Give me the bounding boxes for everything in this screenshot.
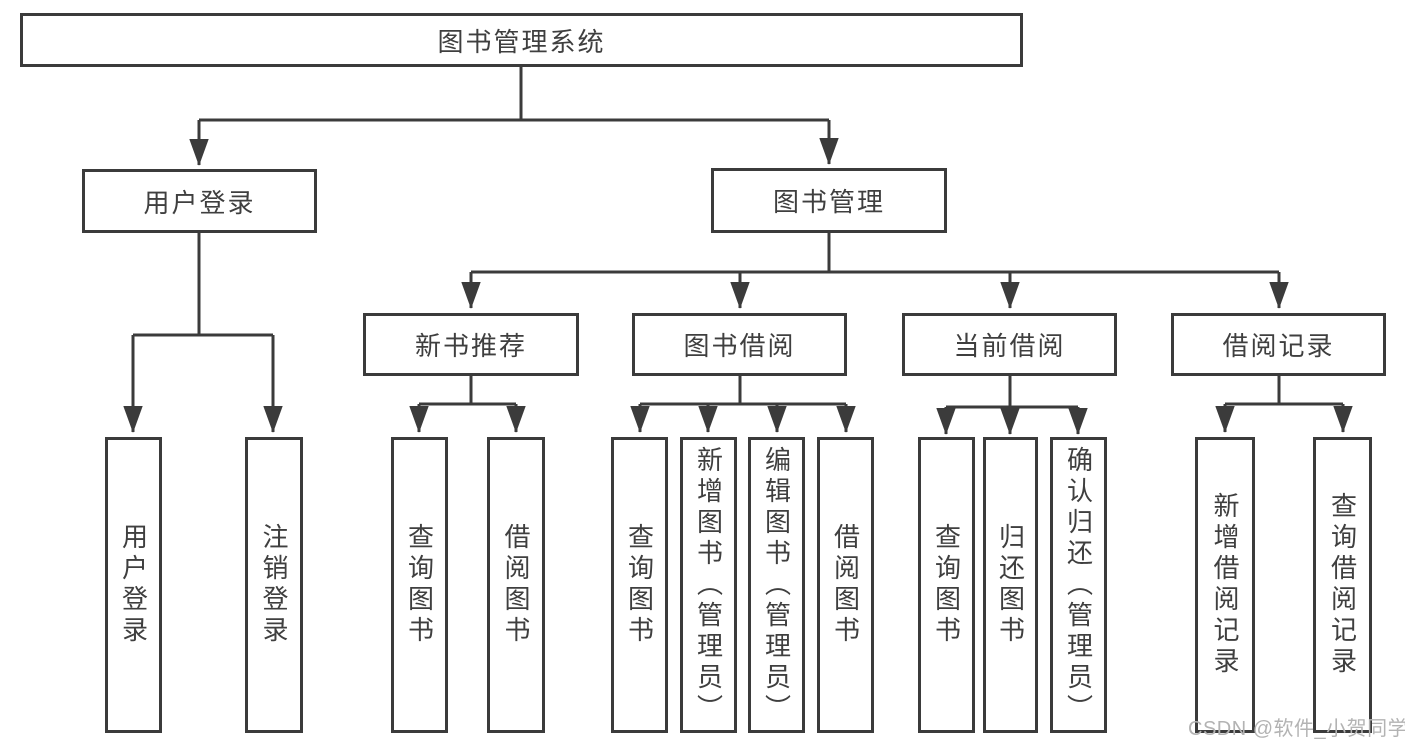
node-user-login-label: 用户登录 xyxy=(143,187,256,218)
leaf-add-borrow-record-label: 新增借阅记录 xyxy=(1210,492,1240,678)
leaf-logout-label: 注销登录 xyxy=(259,523,289,647)
leaf-return-books-label: 归还图书 xyxy=(995,523,1026,647)
leaf-return-books: 归还图书 xyxy=(983,437,1038,733)
leaf-add-books-admin: 新增图书（管理员） xyxy=(680,437,737,733)
leaf-edit-books-admin: 编辑图书（管理员） xyxy=(748,437,805,733)
leaf-user-login-label: 用户登录 xyxy=(118,523,149,647)
leaf-confirm-return-admin-label: 确认归还（管理员） xyxy=(1063,445,1094,725)
node-user-login: 用户登录 xyxy=(82,169,317,233)
node-current-borrowing-label: 当前借阅 xyxy=(953,331,1066,361)
leaf-add-books-admin-label: 新增图书（管理员） xyxy=(693,445,724,725)
leaf-logout: 注销登录 xyxy=(245,437,303,733)
leaf-search-books-3-label: 查询图书 xyxy=(931,523,962,647)
leaf-search-books-label: 查询图书 xyxy=(404,523,435,647)
node-borrowing-records: 借阅记录 xyxy=(1171,313,1386,376)
leaf-borrow-books-2-label: 借阅图书 xyxy=(830,523,861,647)
node-root: 图书管理系统 xyxy=(20,13,1023,67)
node-root-label: 图书管理系统 xyxy=(437,26,606,57)
leaf-search-books-3: 查询图书 xyxy=(918,437,975,733)
csdn-watermark: CSDN @软件_小贺同学 xyxy=(1188,718,1405,740)
node-book-management: 图书管理 xyxy=(711,168,947,233)
leaf-confirm-return-admin: 确认归还（管理员） xyxy=(1050,437,1107,733)
node-new-book-recommendation: 新书推荐 xyxy=(363,313,579,376)
leaf-user-login: 用户登录 xyxy=(105,437,162,733)
leaf-borrow-books-2: 借阅图书 xyxy=(817,437,874,733)
leaf-edit-books-admin-label: 编辑图书（管理员） xyxy=(761,445,792,725)
node-book-borrowing: 图书借阅 xyxy=(632,313,847,376)
leaf-search-books: 查询图书 xyxy=(391,437,448,733)
leaf-borrow-books: 借阅图书 xyxy=(487,437,545,733)
node-book-management-label: 图书管理 xyxy=(772,187,885,217)
node-book-borrowing-label: 图书借阅 xyxy=(683,331,796,361)
node-new-book-recommendation-label: 新书推荐 xyxy=(414,331,527,361)
node-borrowing-records-label: 借阅记录 xyxy=(1222,331,1335,361)
leaf-search-books-2-label: 查询图书 xyxy=(624,523,655,647)
leaf-search-books-2: 查询图书 xyxy=(611,437,668,733)
leaf-borrow-books-label: 借阅图书 xyxy=(501,523,531,647)
node-current-borrowing: 当前借阅 xyxy=(902,313,1117,376)
leaf-add-borrow-record: 新增借阅记录 xyxy=(1195,437,1255,733)
leaf-search-borrow-record: 查询借阅记录 xyxy=(1313,437,1372,733)
leaf-search-borrow-record-label: 查询借阅记录 xyxy=(1327,492,1358,678)
